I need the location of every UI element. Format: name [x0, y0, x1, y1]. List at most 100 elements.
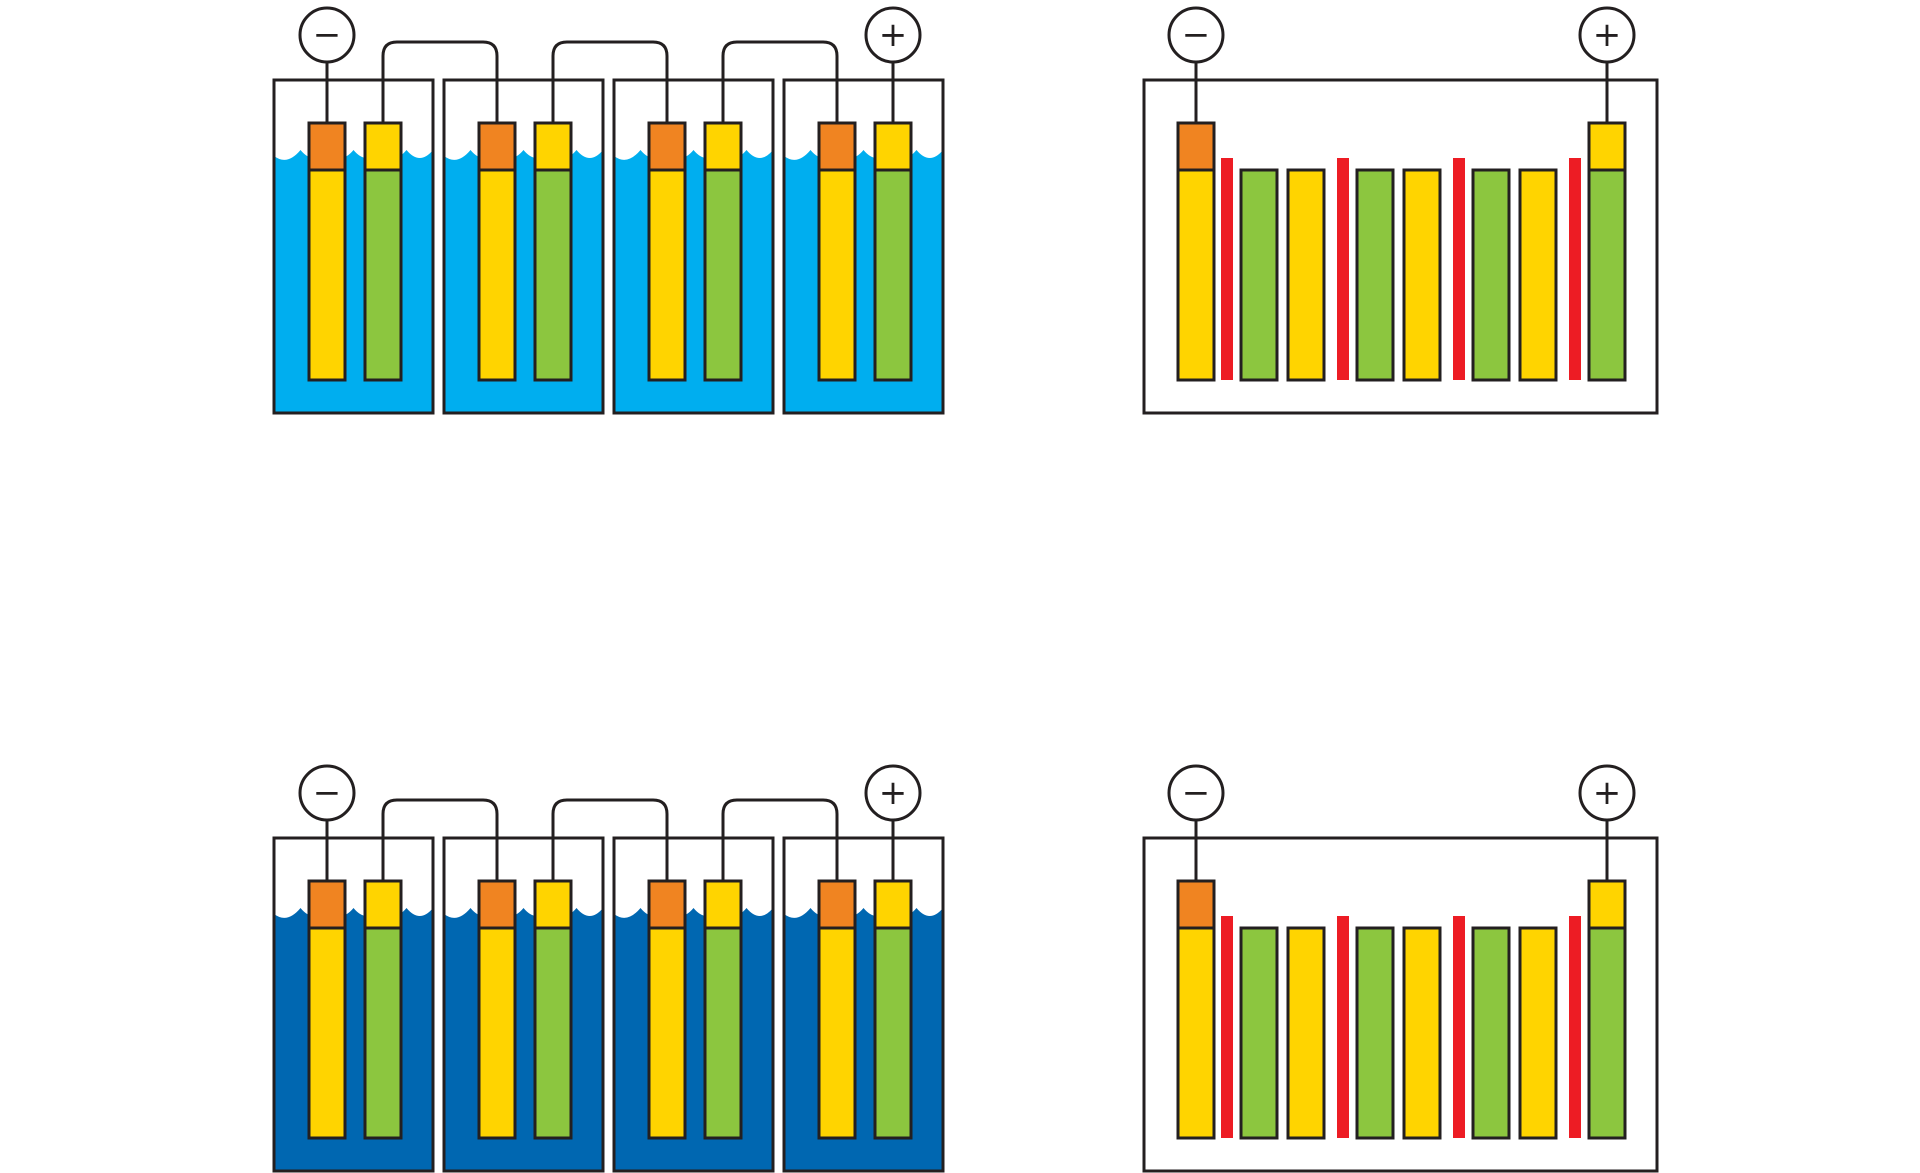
electrolyte: [444, 150, 603, 413]
negative-plate: [477, 168, 517, 382]
positive-plate: [1471, 168, 1511, 382]
negative-plate: [647, 926, 687, 1140]
cell: [782, 836, 945, 1173]
cell: [272, 836, 435, 1173]
negative-terminal-symbol: −: [1182, 15, 1211, 55]
negative-terminal: [1167, 6, 1225, 64]
cell: [612, 78, 775, 415]
cell-container: [442, 78, 605, 415]
negative-terminal-symbol: −: [313, 15, 342, 55]
cell-connector: [551, 40, 669, 123]
battery-cells-light-electrolyte: −+: [272, 6, 945, 415]
battery-case: [1142, 78, 1659, 415]
positive-plate: [1471, 926, 1511, 1140]
cell-connector: [551, 798, 669, 881]
positive-plate: [533, 926, 573, 1140]
positive-plate-cap: [1587, 879, 1627, 930]
negative-plate-cap: [817, 879, 857, 930]
cell-container: [612, 78, 775, 415]
positive-terminal-symbol: +: [1593, 773, 1622, 813]
cell-connector: [721, 40, 839, 123]
negative-plate: [477, 926, 517, 1140]
separator: [1337, 158, 1349, 380]
negative-terminal-symbol: −: [313, 773, 342, 813]
negative-plate-cap: [647, 879, 687, 930]
separator: [1337, 916, 1349, 1138]
positive-plate: [873, 168, 913, 382]
negative-plate: [1286, 168, 1326, 382]
battery-cells-dark-electrolyte: −+: [272, 764, 945, 1173]
separator: [1569, 916, 1581, 1138]
cell-container: [272, 836, 435, 1173]
positive-terminal: [1578, 764, 1636, 822]
cell-container: [442, 836, 605, 1173]
positive-terminal: [864, 6, 922, 64]
positive-plate: [533, 168, 573, 382]
positive-terminal-symbol: +: [1593, 15, 1622, 55]
negative-plate: [1402, 168, 1442, 382]
positive-plate-cap: [533, 879, 573, 930]
separator: [1569, 158, 1581, 380]
negative-plate: [1286, 926, 1326, 1140]
negative-plate: [817, 168, 857, 382]
electrolyte: [784, 150, 943, 413]
cell: [442, 836, 605, 1173]
cell-container: [612, 836, 775, 1173]
positive-plate: [703, 926, 743, 1140]
positive-plate: [363, 926, 403, 1140]
positive-plate: [1355, 926, 1395, 1140]
negative-terminal: [298, 6, 356, 64]
positive-plate: [703, 168, 743, 382]
negative-plate: [817, 926, 857, 1140]
negative-plate: [307, 168, 347, 382]
positive-plate-cap: [533, 121, 573, 172]
positive-terminal-symbol: +: [879, 773, 908, 813]
negative-plate-cap: [477, 879, 517, 930]
separator: [1221, 916, 1233, 1138]
electrolyte: [614, 150, 773, 413]
negative-plate: [1518, 926, 1558, 1140]
positive-plate-cap: [1587, 121, 1627, 172]
negative-plate-cap: [1176, 121, 1216, 172]
negative-plate: [647, 168, 687, 382]
negative-plate-cap: [307, 879, 347, 930]
separator: [1453, 158, 1465, 380]
positive-plate-cap: [363, 121, 403, 172]
electrolyte: [274, 150, 433, 413]
cell-container: [782, 836, 945, 1173]
battery-plate-stack-bottom: −+: [1142, 764, 1659, 1173]
negative-plate-cap: [307, 121, 347, 172]
negative-terminal: [1167, 764, 1225, 822]
positive-terminal: [1578, 6, 1636, 64]
negative-plate-cap: [817, 121, 857, 172]
positive-plate: [1587, 926, 1627, 1140]
electrolyte: [614, 908, 773, 1171]
negative-terminal: [298, 764, 356, 822]
negative-plate: [1176, 926, 1216, 1140]
cell: [782, 78, 945, 415]
negative-plate-cap: [477, 121, 517, 172]
negative-plate: [1402, 926, 1442, 1140]
positive-plate-cap: [703, 121, 743, 172]
cell-container: [782, 78, 945, 415]
negative-plate: [1176, 168, 1216, 382]
negative-plate-cap: [647, 121, 687, 172]
cell-connector: [721, 798, 839, 881]
negative-plate-cap: [1176, 879, 1216, 930]
battery-plate-stack-top: −+: [1142, 6, 1659, 415]
cell-connector: [381, 40, 499, 123]
positive-plate-cap: [703, 879, 743, 930]
positive-plate: [1587, 168, 1627, 382]
positive-plate: [1239, 926, 1279, 1140]
positive-terminal: [864, 764, 922, 822]
separator: [1453, 916, 1465, 1138]
positive-plate-cap: [873, 121, 913, 172]
positive-plate-cap: [363, 879, 403, 930]
negative-terminal-symbol: −: [1182, 773, 1211, 813]
cell-container: [272, 78, 435, 415]
positive-plate-cap: [873, 879, 913, 930]
cell: [272, 78, 435, 415]
positive-plate: [363, 168, 403, 382]
electrolyte: [274, 908, 433, 1171]
